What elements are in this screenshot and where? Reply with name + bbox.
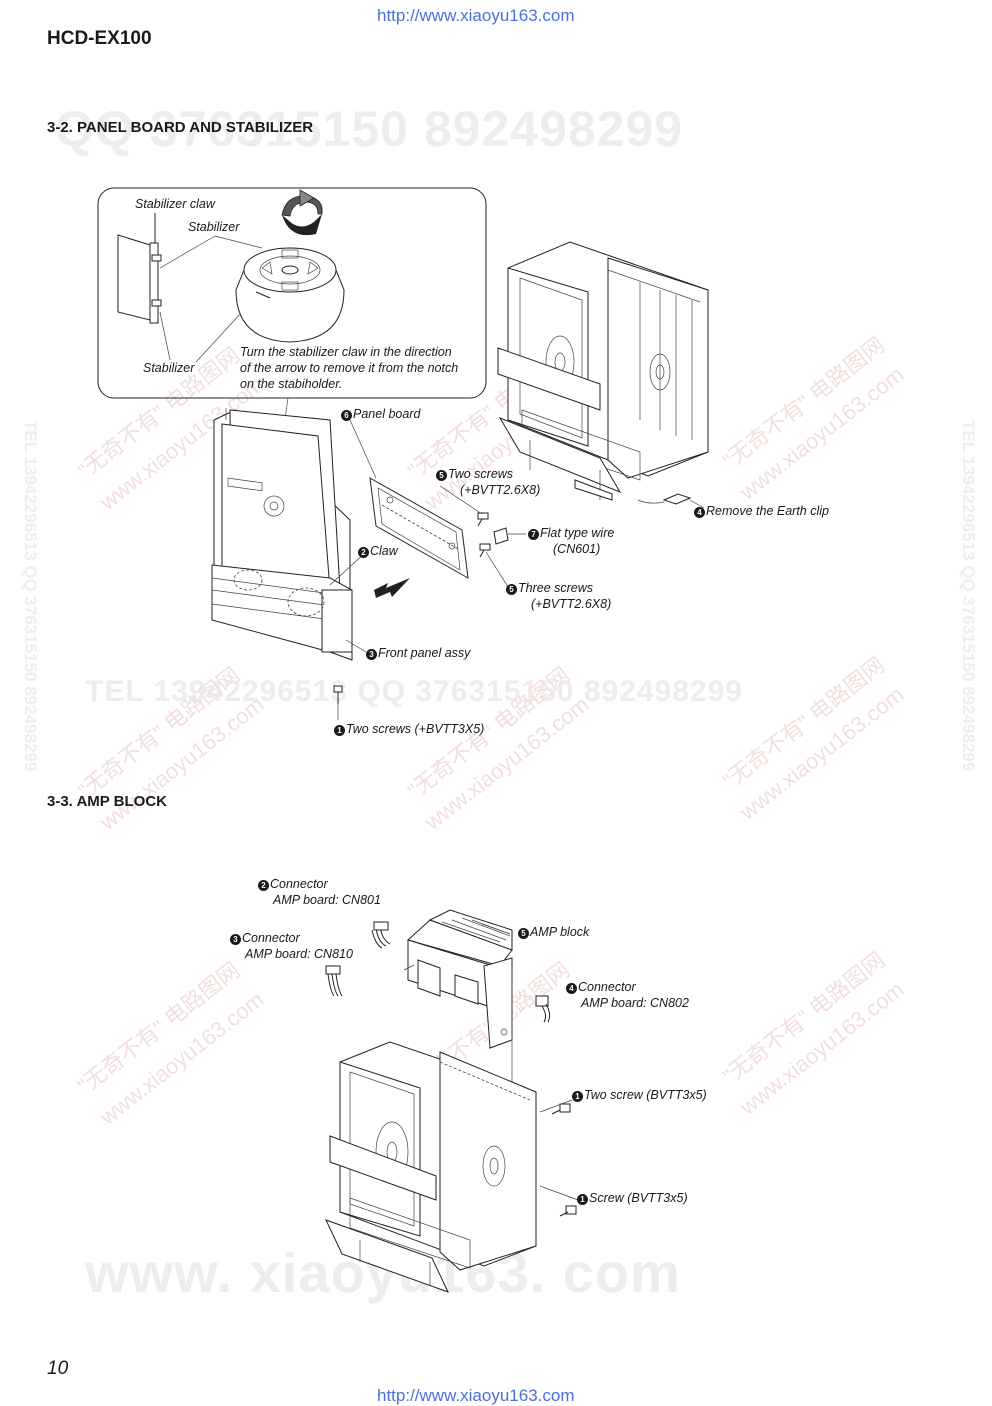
step-number-badge: 1 [577,1194,588,1205]
panel-board [369,477,469,579]
inset-box [97,187,487,399]
main-unit-3-3 [325,1041,537,1293]
bottom-url-link[interactable]: http://www.xiaoyu163.com [377,1386,575,1405]
stabilizer-side-view [117,213,162,324]
step-number-badge: 2 [358,547,369,558]
earth-clip [637,493,705,509]
instruction-line-3: on the stabiholder. [240,377,343,391]
step-number-badge: 1 [572,1091,583,1102]
step-number-badge: 3 [230,934,241,945]
amp-block [403,909,513,1049]
step-connector-cn801-board: AMP board: CN801 [273,893,381,907]
step-number-badge: 4 [566,983,577,994]
step-number-badge: 1 [334,725,345,736]
step-number-badge: 3 [366,649,377,660]
panel-screws [477,512,491,558]
stabilizer-disc [235,247,345,343]
top-url-link[interactable]: http://www.xiaoyu163.com [377,6,575,25]
step-number-badge: 5 [506,584,517,595]
step-connector-cn802-board: AMP board: CN802 [581,996,689,1010]
amp-screw-lower [559,1205,577,1217]
step-number-badge: 5 [436,470,447,481]
instruction-line-1: Turn the stabilizer claw in the directio… [240,345,452,359]
front-panel-assy [211,408,353,661]
step-number-badge: 5 [518,928,529,939]
model-title: HCD-EX100 [47,28,152,49]
step-three-screws-spec: (+BVTT2.6X8) [531,597,612,611]
flat-wire-connector [493,527,509,545]
label-stabilizer-top: Stabilizer [188,220,240,234]
step-number-badge: 6 [341,410,352,421]
instruction-line-2: of the arrow to remove it from the notch [240,361,459,375]
step-two-screws-spec: (+BVTT2.6X8) [460,483,541,497]
watermark-tel: TEL 13942296513 QQ 376315150 892498299 [85,675,743,708]
rotate-arrow-icon [281,189,323,236]
label-stabilizer-claw: Stabilizer claw [135,197,215,211]
step-number-badge: 4 [694,507,705,518]
label-stabilizer-bottom: Stabilizer [143,361,195,375]
main-unit-3-2 [497,241,709,501]
section-3-2-title: 3-2. PANEL BOARD AND STABILIZER [47,119,314,136]
connector-cn802 [535,995,551,1023]
step-number-badge: 7 [528,529,539,540]
section-3-3-title: 3-3. AMP BLOCK [47,793,168,810]
front-panel-screw [333,685,343,704]
amp-screw-upper [551,1103,571,1115]
step-connector-cn810-board: AMP board: CN810 [245,947,353,961]
connector-cn810 [325,965,343,997]
removal-arrow-icon [374,578,410,598]
page-number: 10 [47,1358,69,1379]
step-number-badge: 2 [258,880,269,891]
connector-cn801 [371,921,391,949]
step-flat-wire-cn: (CN601) [553,542,601,556]
watermark-qq: QQ 376315150 892498299 [55,101,684,157]
